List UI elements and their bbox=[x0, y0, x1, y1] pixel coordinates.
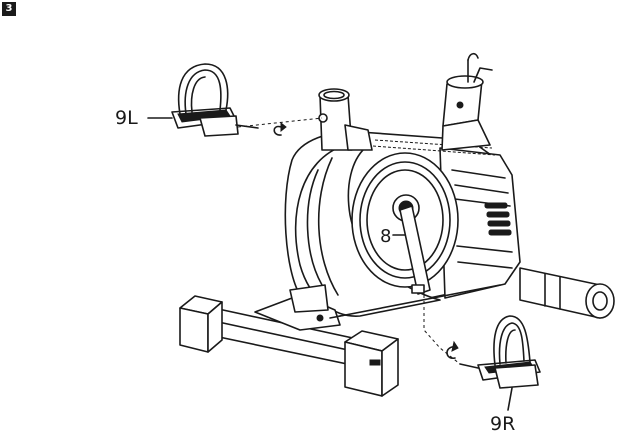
counterclockwise-arrow-icon bbox=[273, 121, 287, 136]
label-8: 8 bbox=[380, 226, 391, 247]
label-9l: 9L bbox=[115, 107, 138, 129]
step-number-badge: 3 bbox=[2, 2, 16, 16]
rear-stabilizer bbox=[179, 295, 399, 397]
left-pedal bbox=[171, 63, 259, 137]
base-plate bbox=[254, 284, 501, 331]
clockwise-arrow-icon bbox=[446, 340, 459, 359]
seat-post-tube bbox=[318, 88, 373, 151]
assembly-line-left bbox=[237, 117, 323, 128]
bike-housing bbox=[284, 130, 521, 319]
leader-9r bbox=[507, 387, 513, 411]
handlebar-post bbox=[441, 52, 493, 151]
label-9r: 9R bbox=[490, 413, 515, 435]
assembly-line-right bbox=[423, 295, 461, 365]
right-pedal bbox=[459, 315, 541, 389]
front-stabilizer bbox=[519, 267, 615, 319]
